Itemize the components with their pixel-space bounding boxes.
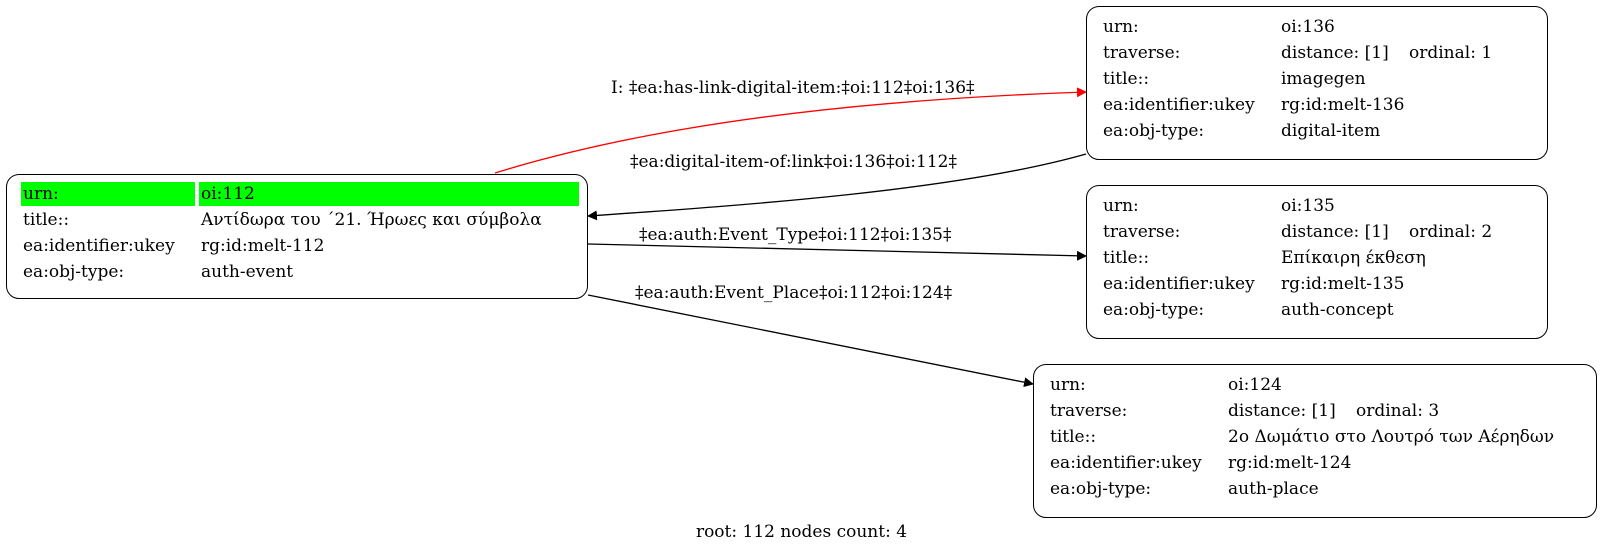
urn-value: oi:135 bbox=[1281, 196, 1335, 216]
identifier-key: ea:identifier:ukey bbox=[1103, 274, 1255, 294]
identifier-value: rg:id:melt-135 bbox=[1281, 274, 1405, 294]
node-135[interactable]: urn: oi:135 traverse: distance: [1] ordin… bbox=[1086, 185, 1548, 339]
identifier-key: ea:identifier:ukey bbox=[23, 236, 175, 256]
edge-label-event-type: ‡ea:auth:Event_Type‡oi:112‡oi:135‡ bbox=[639, 225, 952, 245]
urn-key: urn: bbox=[21, 182, 195, 206]
traverse-value: distance: [1] ordinal: 1 bbox=[1279, 41, 1494, 65]
traverse-value: distance: [1] ordinal: 3 bbox=[1226, 399, 1556, 423]
obj-type-key: ea:obj-type: bbox=[1050, 479, 1152, 499]
node-urn-row: urn: oi:112 bbox=[21, 182, 579, 206]
node-root-112[interactable]: urn: oi:112 title:: Αντίδωρα του ΄21. Ήρ… bbox=[6, 174, 588, 299]
obj-type-key: ea:obj-type: bbox=[23, 262, 125, 282]
traverse-value: distance: [1] ordinal: 2 bbox=[1279, 220, 1494, 244]
title-key: title:: bbox=[23, 210, 70, 230]
edge-label-event-place: ‡ea:auth:Event_Place‡oi:112‡oi:124‡ bbox=[635, 283, 953, 303]
traverse-key: traverse: bbox=[1103, 222, 1181, 242]
urn-key: urn: bbox=[1103, 196, 1139, 216]
edge-has-link-digital-item bbox=[494, 87, 1087, 174]
traverse-key: traverse: bbox=[1050, 401, 1128, 421]
urn-key: urn: bbox=[1103, 17, 1139, 37]
title-key: title:: bbox=[1050, 427, 1097, 447]
title-key: title:: bbox=[1103, 248, 1150, 268]
urn-value: oi:136 bbox=[1281, 17, 1335, 37]
edge-event-type bbox=[587, 243, 1087, 261]
node-136[interactable]: urn: oi:136 traverse: distance: [1] ordin… bbox=[1086, 6, 1548, 160]
obj-type-value: auth-event bbox=[201, 262, 294, 282]
edge-event-place bbox=[587, 294, 1034, 388]
title-key: title:: bbox=[1103, 69, 1150, 89]
obj-type-value: digital-item bbox=[1281, 121, 1381, 141]
title-value: imagegen bbox=[1281, 69, 1366, 89]
edge-label-has-link: I: ‡ea:has-link-digital-item:‡oi:112‡oi:… bbox=[611, 78, 975, 98]
identifier-key: ea:identifier:ukey bbox=[1050, 453, 1202, 473]
obj-type-key: ea:obj-type: bbox=[1103, 121, 1205, 141]
obj-type-value: auth-concept bbox=[1281, 300, 1394, 320]
traverse-key: traverse: bbox=[1103, 43, 1181, 63]
distance-value: distance: [1] bbox=[1228, 401, 1336, 421]
edge-digital-item-of-link bbox=[587, 153, 1087, 221]
ordinal-value: ordinal: 2 bbox=[1409, 222, 1493, 242]
identifier-value: rg:id:melt-124 bbox=[1228, 453, 1352, 473]
title-value: 2ο Δωμάτιο στο Λουτρό των Αέρηδων bbox=[1228, 427, 1555, 447]
urn-key: urn: bbox=[1050, 375, 1086, 395]
identifier-value: rg:id:melt-136 bbox=[1281, 95, 1405, 115]
distance-value: distance: [1] bbox=[1281, 222, 1389, 242]
title-value: Αντίδωρα του ΄21. Ήρωες και σύμβολα bbox=[201, 210, 542, 230]
urn-value: oi:124 bbox=[1228, 375, 1282, 395]
node-124[interactable]: urn: oi:124 traverse: distance: [1] ordin… bbox=[1033, 364, 1597, 518]
obj-type-value: auth-place bbox=[1228, 479, 1319, 499]
edge-label-digital-item-of: ‡ea:digital-item-of:link‡oi:136‡oi:112‡ bbox=[630, 152, 957, 172]
identifier-key: ea:identifier:ukey bbox=[1103, 95, 1255, 115]
graph-footer: root: 112 nodes count: 4 bbox=[695, 522, 908, 542]
ordinal-value: ordinal: 1 bbox=[1409, 43, 1493, 63]
distance-value: distance: [1] bbox=[1281, 43, 1389, 63]
urn-value: oi:112 bbox=[199, 182, 579, 206]
obj-type-key: ea:obj-type: bbox=[1103, 300, 1205, 320]
title-value: Επίκαιρη έκθεση bbox=[1281, 248, 1426, 268]
ordinal-value: ordinal: 3 bbox=[1356, 401, 1440, 421]
identifier-value: rg:id:melt-112 bbox=[201, 236, 325, 256]
